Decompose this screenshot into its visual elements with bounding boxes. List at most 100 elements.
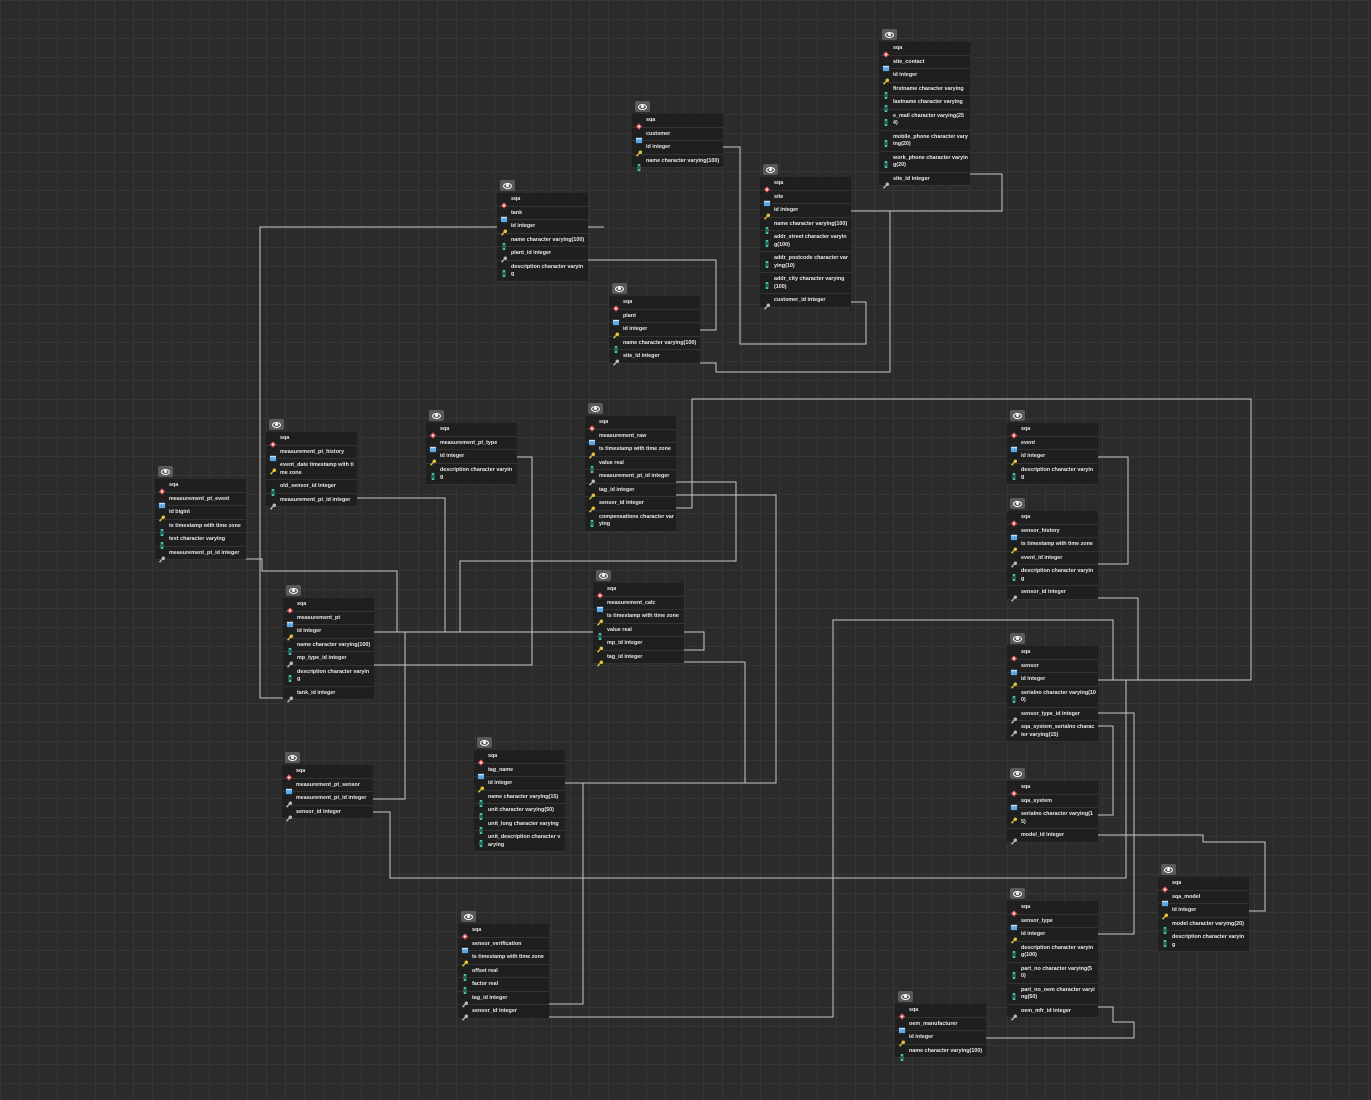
schema-row[interactable]: sqa bbox=[266, 432, 357, 448]
column-row[interactable]: ts timestamp with time zone bbox=[593, 610, 684, 626]
eye-icon[interactable] bbox=[500, 180, 515, 191]
column-row[interactable]: name character varying(15) bbox=[474, 790, 565, 807]
table-name-row[interactable]: sensor_history bbox=[1007, 524, 1098, 540]
table-name-row[interactable]: site_contact bbox=[879, 55, 970, 71]
schema-row[interactable]: sqa bbox=[474, 750, 565, 766]
table-name-row[interactable]: measurement_pt_type bbox=[426, 436, 517, 452]
column-row[interactable]: ts timestamp with time zone bbox=[458, 951, 549, 967]
schema-row[interactable]: sqa bbox=[895, 1004, 986, 1020]
table-name-row[interactable]: measurement_pt_history bbox=[266, 445, 357, 461]
column-row[interactable]: tag_id integer bbox=[593, 650, 684, 667]
column-row[interactable]: ts timestamp with time zone bbox=[585, 443, 676, 459]
schema-row[interactable]: sqa bbox=[1007, 781, 1098, 797]
column-row[interactable]: id integer bbox=[1007, 928, 1098, 944]
column-row[interactable]: work_phone character varying(20) bbox=[879, 151, 970, 173]
table-name-row[interactable]: sqa_system bbox=[1007, 794, 1098, 810]
column-row[interactable]: compensations character varying bbox=[585, 510, 676, 532]
eye-icon[interactable] bbox=[763, 164, 778, 175]
column-row[interactable]: name character varying(100) bbox=[895, 1044, 986, 1061]
column-row[interactable]: customer_id integer bbox=[760, 294, 851, 310]
column-row[interactable]: measurement_pt_id integer bbox=[585, 470, 676, 486]
column-row[interactable]: ts timestamp with time zone bbox=[155, 519, 246, 536]
schema-row[interactable]: sqa bbox=[593, 583, 684, 599]
column-row[interactable]: unit_description character varying bbox=[474, 831, 565, 852]
column-row[interactable]: tag_id integer bbox=[585, 483, 676, 500]
schema-row[interactable]: sqa bbox=[1007, 511, 1098, 527]
column-row[interactable]: model_id integer bbox=[1007, 829, 1098, 845]
eye-icon[interactable] bbox=[596, 570, 611, 581]
eye-icon[interactable] bbox=[612, 283, 627, 294]
column-row[interactable]: mp_type_id integer bbox=[283, 652, 374, 668]
column-row[interactable]: id integer bbox=[283, 625, 374, 641]
column-row[interactable]: event_date timestamp with time zone bbox=[266, 459, 357, 480]
eye-icon[interactable] bbox=[1010, 888, 1025, 899]
schema-row[interactable]: sqa bbox=[282, 765, 373, 781]
column-row[interactable]: name character varying(100) bbox=[497, 233, 588, 250]
table-name-row[interactable]: sensor_verification bbox=[458, 937, 549, 953]
column-row[interactable]: sensor_id integer bbox=[1007, 586, 1098, 602]
column-row[interactable]: tag_id integer bbox=[458, 991, 549, 1008]
eye-icon[interactable] bbox=[882, 29, 897, 40]
column-row[interactable]: measurement_pt_id integer bbox=[266, 493, 357, 510]
column-row[interactable]: id integer bbox=[1158, 904, 1249, 920]
column-row[interactable]: e_mail character varying(254) bbox=[879, 109, 970, 131]
table-name-row[interactable]: measurement_raw bbox=[585, 429, 676, 445]
column-row[interactable]: part_no character varying(50) bbox=[1007, 962, 1098, 984]
column-row[interactable]: mobile_phone character varying(20) bbox=[879, 130, 970, 152]
column-row[interactable]: sensor_type_id integer bbox=[1007, 707, 1098, 724]
column-row[interactable]: description character varying(100) bbox=[1007, 941, 1098, 963]
column-row[interactable]: id integer bbox=[760, 204, 851, 220]
table-name-row[interactable]: sqa_model bbox=[1158, 890, 1249, 906]
column-row[interactable]: oem_mfr_id integer bbox=[1007, 1004, 1098, 1021]
column-row[interactable]: unit character varying(50) bbox=[474, 804, 565, 820]
column-row[interactable]: model character varying(20) bbox=[1158, 917, 1249, 934]
eye-icon[interactable] bbox=[429, 410, 444, 421]
column-row[interactable]: mp_id integer bbox=[593, 637, 684, 653]
eye-icon[interactable] bbox=[461, 911, 476, 922]
table-name-row[interactable]: measurement_calc bbox=[593, 596, 684, 612]
column-row[interactable]: id integer bbox=[474, 777, 565, 793]
column-row[interactable]: name character varying(100) bbox=[632, 154, 723, 171]
eye-icon[interactable] bbox=[1010, 768, 1025, 779]
column-row[interactable]: description character varying bbox=[497, 260, 588, 282]
column-row[interactable]: id integer bbox=[1007, 450, 1098, 466]
schema-row[interactable]: sqa bbox=[1158, 877, 1249, 893]
column-row[interactable]: sensor_id integer bbox=[282, 805, 373, 822]
table-name-row[interactable]: tag_name bbox=[474, 763, 565, 779]
eye-icon[interactable] bbox=[158, 466, 173, 477]
schema-row[interactable]: sqa bbox=[879, 42, 970, 58]
column-row[interactable]: old_sensor_id integer bbox=[266, 480, 357, 496]
column-row[interactable]: value real bbox=[585, 456, 676, 473]
column-row[interactable]: text character varying bbox=[155, 533, 246, 549]
column-row[interactable]: ts timestamp with time zone bbox=[1007, 538, 1098, 554]
schema-row[interactable]: sqa bbox=[426, 423, 517, 439]
schema-row[interactable]: sqa bbox=[497, 193, 588, 209]
column-row[interactable]: name character varying(100) bbox=[283, 638, 374, 655]
column-row[interactable]: id integer bbox=[426, 450, 517, 466]
column-row[interactable]: addr_postcode character varying(10) bbox=[760, 252, 851, 273]
eye-icon[interactable] bbox=[1010, 410, 1025, 421]
table-name-row[interactable]: measurement_pt_event bbox=[155, 492, 246, 508]
eye-icon[interactable] bbox=[286, 585, 301, 596]
schema-row[interactable]: sqa bbox=[632, 114, 723, 130]
column-row[interactable]: measurement_pt_id integer bbox=[155, 546, 246, 563]
schema-row[interactable]: sqa bbox=[760, 177, 851, 193]
eye-icon[interactable] bbox=[285, 752, 300, 763]
schema-row[interactable]: sqa bbox=[1007, 423, 1098, 439]
column-row[interactable]: addr_city character varying(100) bbox=[760, 273, 851, 294]
